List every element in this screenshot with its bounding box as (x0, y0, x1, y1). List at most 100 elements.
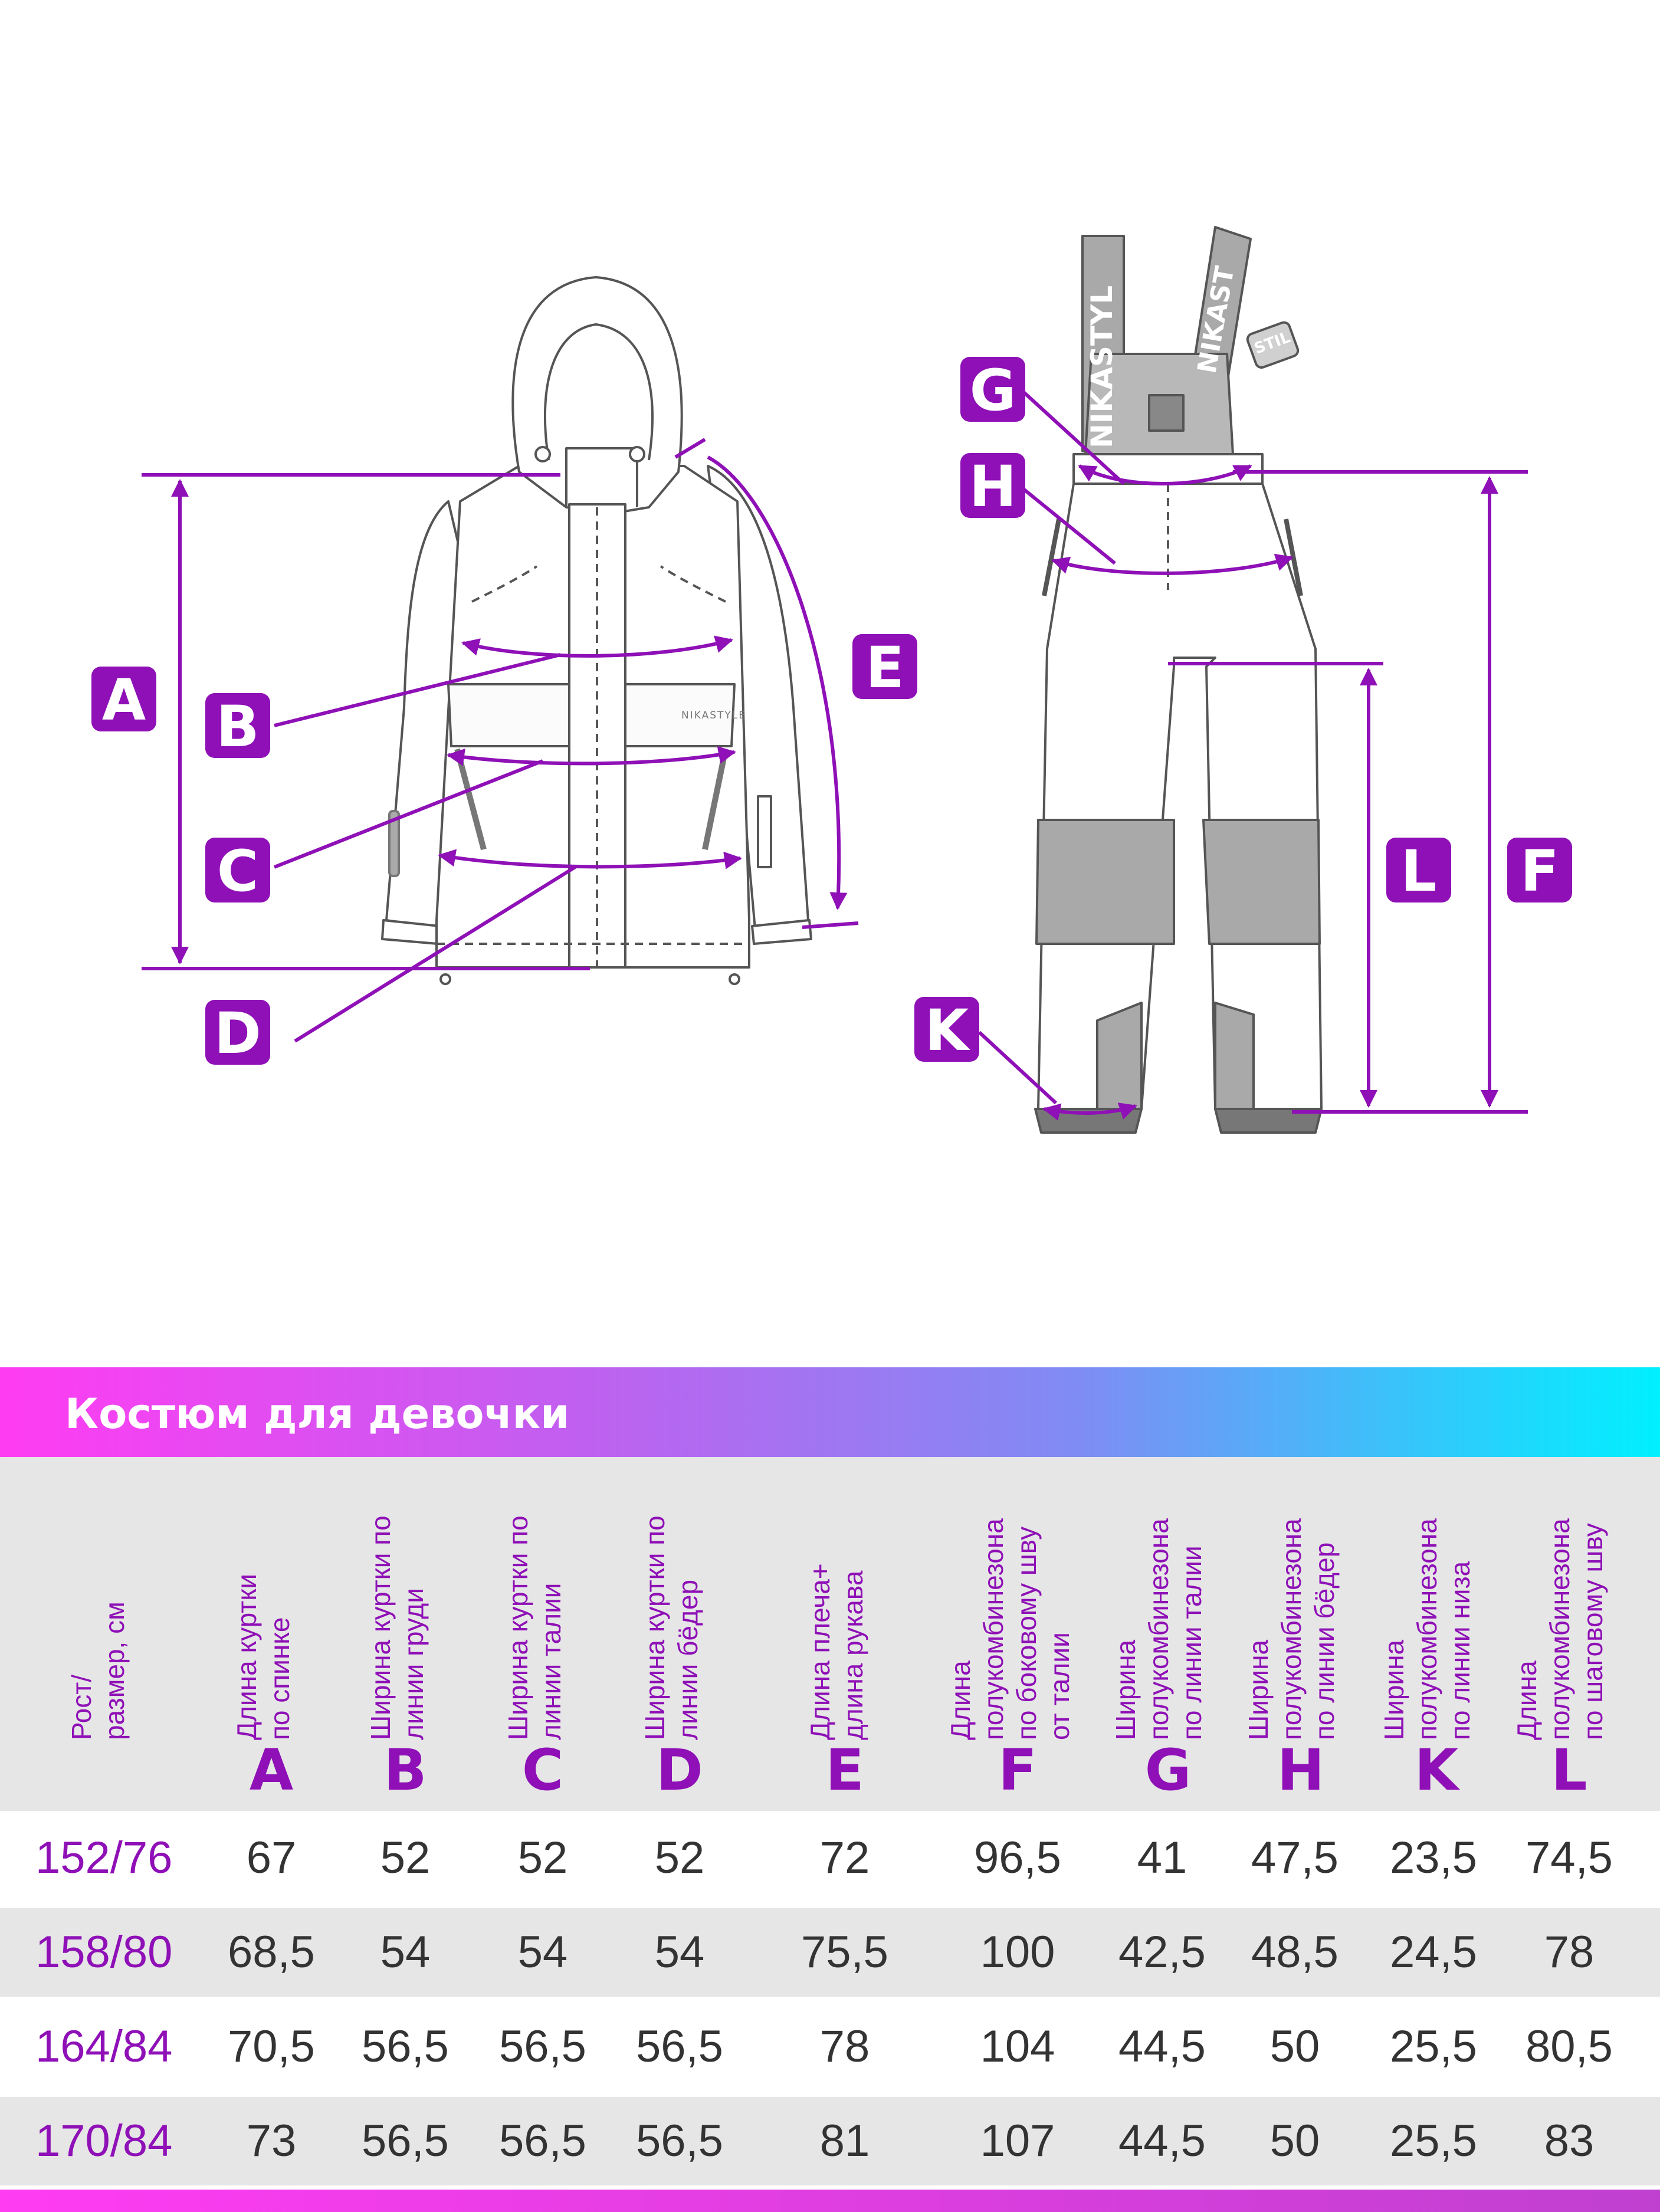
table-row: 164/84 70,5 56,5 56,5 56,5 78 104 44,5 5… (0, 2003, 1660, 2091)
size-cell: 164/84 (35, 2021, 173, 2072)
pants-measurements (977, 388, 1528, 1121)
value-cell: 81 (819, 2116, 870, 2166)
value-cell: 72 (819, 1833, 870, 1883)
header-letter: L (1551, 1737, 1587, 1803)
value-cell: 74,5 (1526, 1833, 1613, 1883)
header-col-l: Длина полукомбинезона по шаговому шву L (1510, 1457, 1628, 1811)
value-cell: 68,5 (228, 1927, 315, 1977)
badge-h: H (960, 453, 1025, 520)
value-cell: 80,5 (1526, 2021, 1613, 2072)
header-col-a: Длина куртки по спинке A (230, 1457, 313, 1811)
badge-e: E (852, 634, 917, 701)
header-letter: H (1277, 1737, 1325, 1803)
header-col-b: Ширина куртки по линии груди B (364, 1457, 447, 1811)
jacket-drawing (381, 276, 812, 985)
value-cell: 107 (980, 2116, 1055, 2166)
value-cell: 67 (246, 1833, 297, 1883)
value-cell: 44,5 (1118, 2021, 1206, 2072)
header-letter: F (998, 1737, 1037, 1803)
badge-g: G (960, 357, 1025, 424)
size-header-col: Рост/ размер, см (65, 1457, 171, 1811)
svg-text:L: L (1400, 838, 1436, 904)
svg-text:C: C (217, 838, 258, 904)
header-letter: K (1414, 1737, 1459, 1803)
pants-drawing (1034, 226, 1323, 1134)
value-cell: 25,5 (1390, 2021, 1477, 2072)
value-cell: 47,5 (1251, 1833, 1339, 1883)
svg-text:D: D (214, 1000, 261, 1066)
svg-text:A: A (102, 667, 146, 733)
header-col-f: Длина полукомбинезона по боковому шву от… (944, 1457, 1091, 1811)
value-cell: 54 (517, 1927, 568, 1977)
value-cell: 44,5 (1118, 2116, 1206, 2166)
value-cell: 50 (1269, 2021, 1320, 2072)
header-desc: Ширина куртки по линии талии (503, 1515, 566, 1740)
badge-c: C (205, 838, 270, 904)
header-desc: Ширина полукомбинезона по линии бёдер (1243, 1518, 1340, 1740)
table-title-bar: Костюм для девочки (0, 1367, 1660, 1457)
header-desc: Ширина куртки по линии бёдер (639, 1515, 703, 1740)
value-cell: 56,5 (636, 2021, 723, 2072)
header-col-e: Длина плеча+ длина рукава E (803, 1457, 886, 1811)
badge-k: K (914, 997, 979, 1064)
value-cell: 56,5 (636, 2116, 723, 2166)
header-letter: G (1144, 1737, 1192, 1803)
value-cell: 25,5 (1390, 2116, 1477, 2166)
header-desc: Длина полукомбинезона по шаговому шву (1511, 1518, 1608, 1740)
value-cell: 52 (517, 1833, 568, 1883)
size-header: Рост/ размер, см (66, 1601, 130, 1740)
svg-text:H: H (969, 454, 1016, 520)
badge-a: A (91, 667, 156, 733)
bottom-accent-bar (0, 2190, 1660, 2212)
size-cell: 158/80 (35, 1927, 173, 1977)
jacket-measurements (142, 438, 859, 1043)
svg-text:F: F (1520, 838, 1559, 904)
value-cell: 73 (246, 2116, 297, 2166)
header-desc: Длина полукомбинезона по боковому шву от… (945, 1518, 1075, 1740)
table-title: Костюм для девочки (65, 1390, 570, 1438)
value-cell: 41 (1137, 1833, 1187, 1883)
value-cell: 52 (654, 1833, 705, 1883)
jacket-brand-label: NIKASTYLE (681, 710, 746, 721)
value-cell: 52 (380, 1833, 431, 1883)
table-row: 170/84 73 56,5 56,5 56,5 81 107 44,5 50 … (0, 2097, 1660, 2185)
value-cell: 56,5 (362, 2021, 449, 2072)
svg-text:G: G (970, 357, 1016, 424)
value-cell: 24,5 (1390, 1927, 1477, 1977)
header-desc: Длина плеча+ длина рукава (805, 1563, 868, 1740)
value-cell: 78 (819, 2021, 870, 2072)
value-cell: 100 (980, 1927, 1055, 1977)
svg-text:E: E (865, 635, 904, 701)
table-header: Рост/ размер, см Длина куртки по спинке … (0, 1457, 1660, 1811)
value-cell: 96,5 (974, 1833, 1061, 1883)
header-col-h: Ширина полукомбинезона по линии бёдер H (1242, 1457, 1360, 1811)
table-row: 152/76 67 52 52 52 72 96,5 41 47,5 23,5 … (0, 1814, 1660, 1902)
size-cell: 170/84 (35, 2116, 173, 2166)
value-cell: 83 (1544, 2116, 1595, 2166)
value-cell: 42,5 (1118, 1927, 1206, 1977)
value-cell: 56,5 (499, 2116, 586, 2166)
header-col-g: Ширина полукомбинезона по линии талии G (1109, 1457, 1227, 1811)
header-letter: D (656, 1737, 703, 1803)
value-cell: 78 (1544, 1927, 1595, 1977)
badge-l: L (1386, 838, 1451, 904)
value-cell: 56,5 (499, 2021, 586, 2072)
header-desc: Ширина полукомбинезона по линии талии (1110, 1518, 1207, 1740)
value-cell: 48,5 (1251, 1927, 1339, 1977)
value-cell: 56,5 (362, 2116, 449, 2166)
svg-text:K: K (925, 997, 971, 1064)
strap-left-text: NIKASTYL (1085, 285, 1119, 448)
header-col-d: Ширина куртки по линии бёдер D (638, 1457, 721, 1811)
header-desc: Длина куртки по спинке (231, 1573, 295, 1740)
value-cell: 23,5 (1390, 1833, 1477, 1883)
table-row: 158/80 68,5 54 54 54 75,5 100 42,5 48,5 … (0, 1908, 1660, 1997)
badge-d: D (205, 1000, 270, 1066)
value-cell: 104 (980, 2021, 1055, 2072)
value-cell: 50 (1269, 2116, 1320, 2166)
header-desc: Ширина куртки по линии груди (365, 1515, 429, 1740)
header-letter: C (521, 1737, 564, 1803)
value-cell: 70,5 (228, 2021, 315, 2072)
header-col-c: Ширина куртки по линии талии C (501, 1457, 584, 1811)
size-cell: 152/76 (35, 1833, 173, 1883)
svg-text:B: B (216, 694, 259, 760)
